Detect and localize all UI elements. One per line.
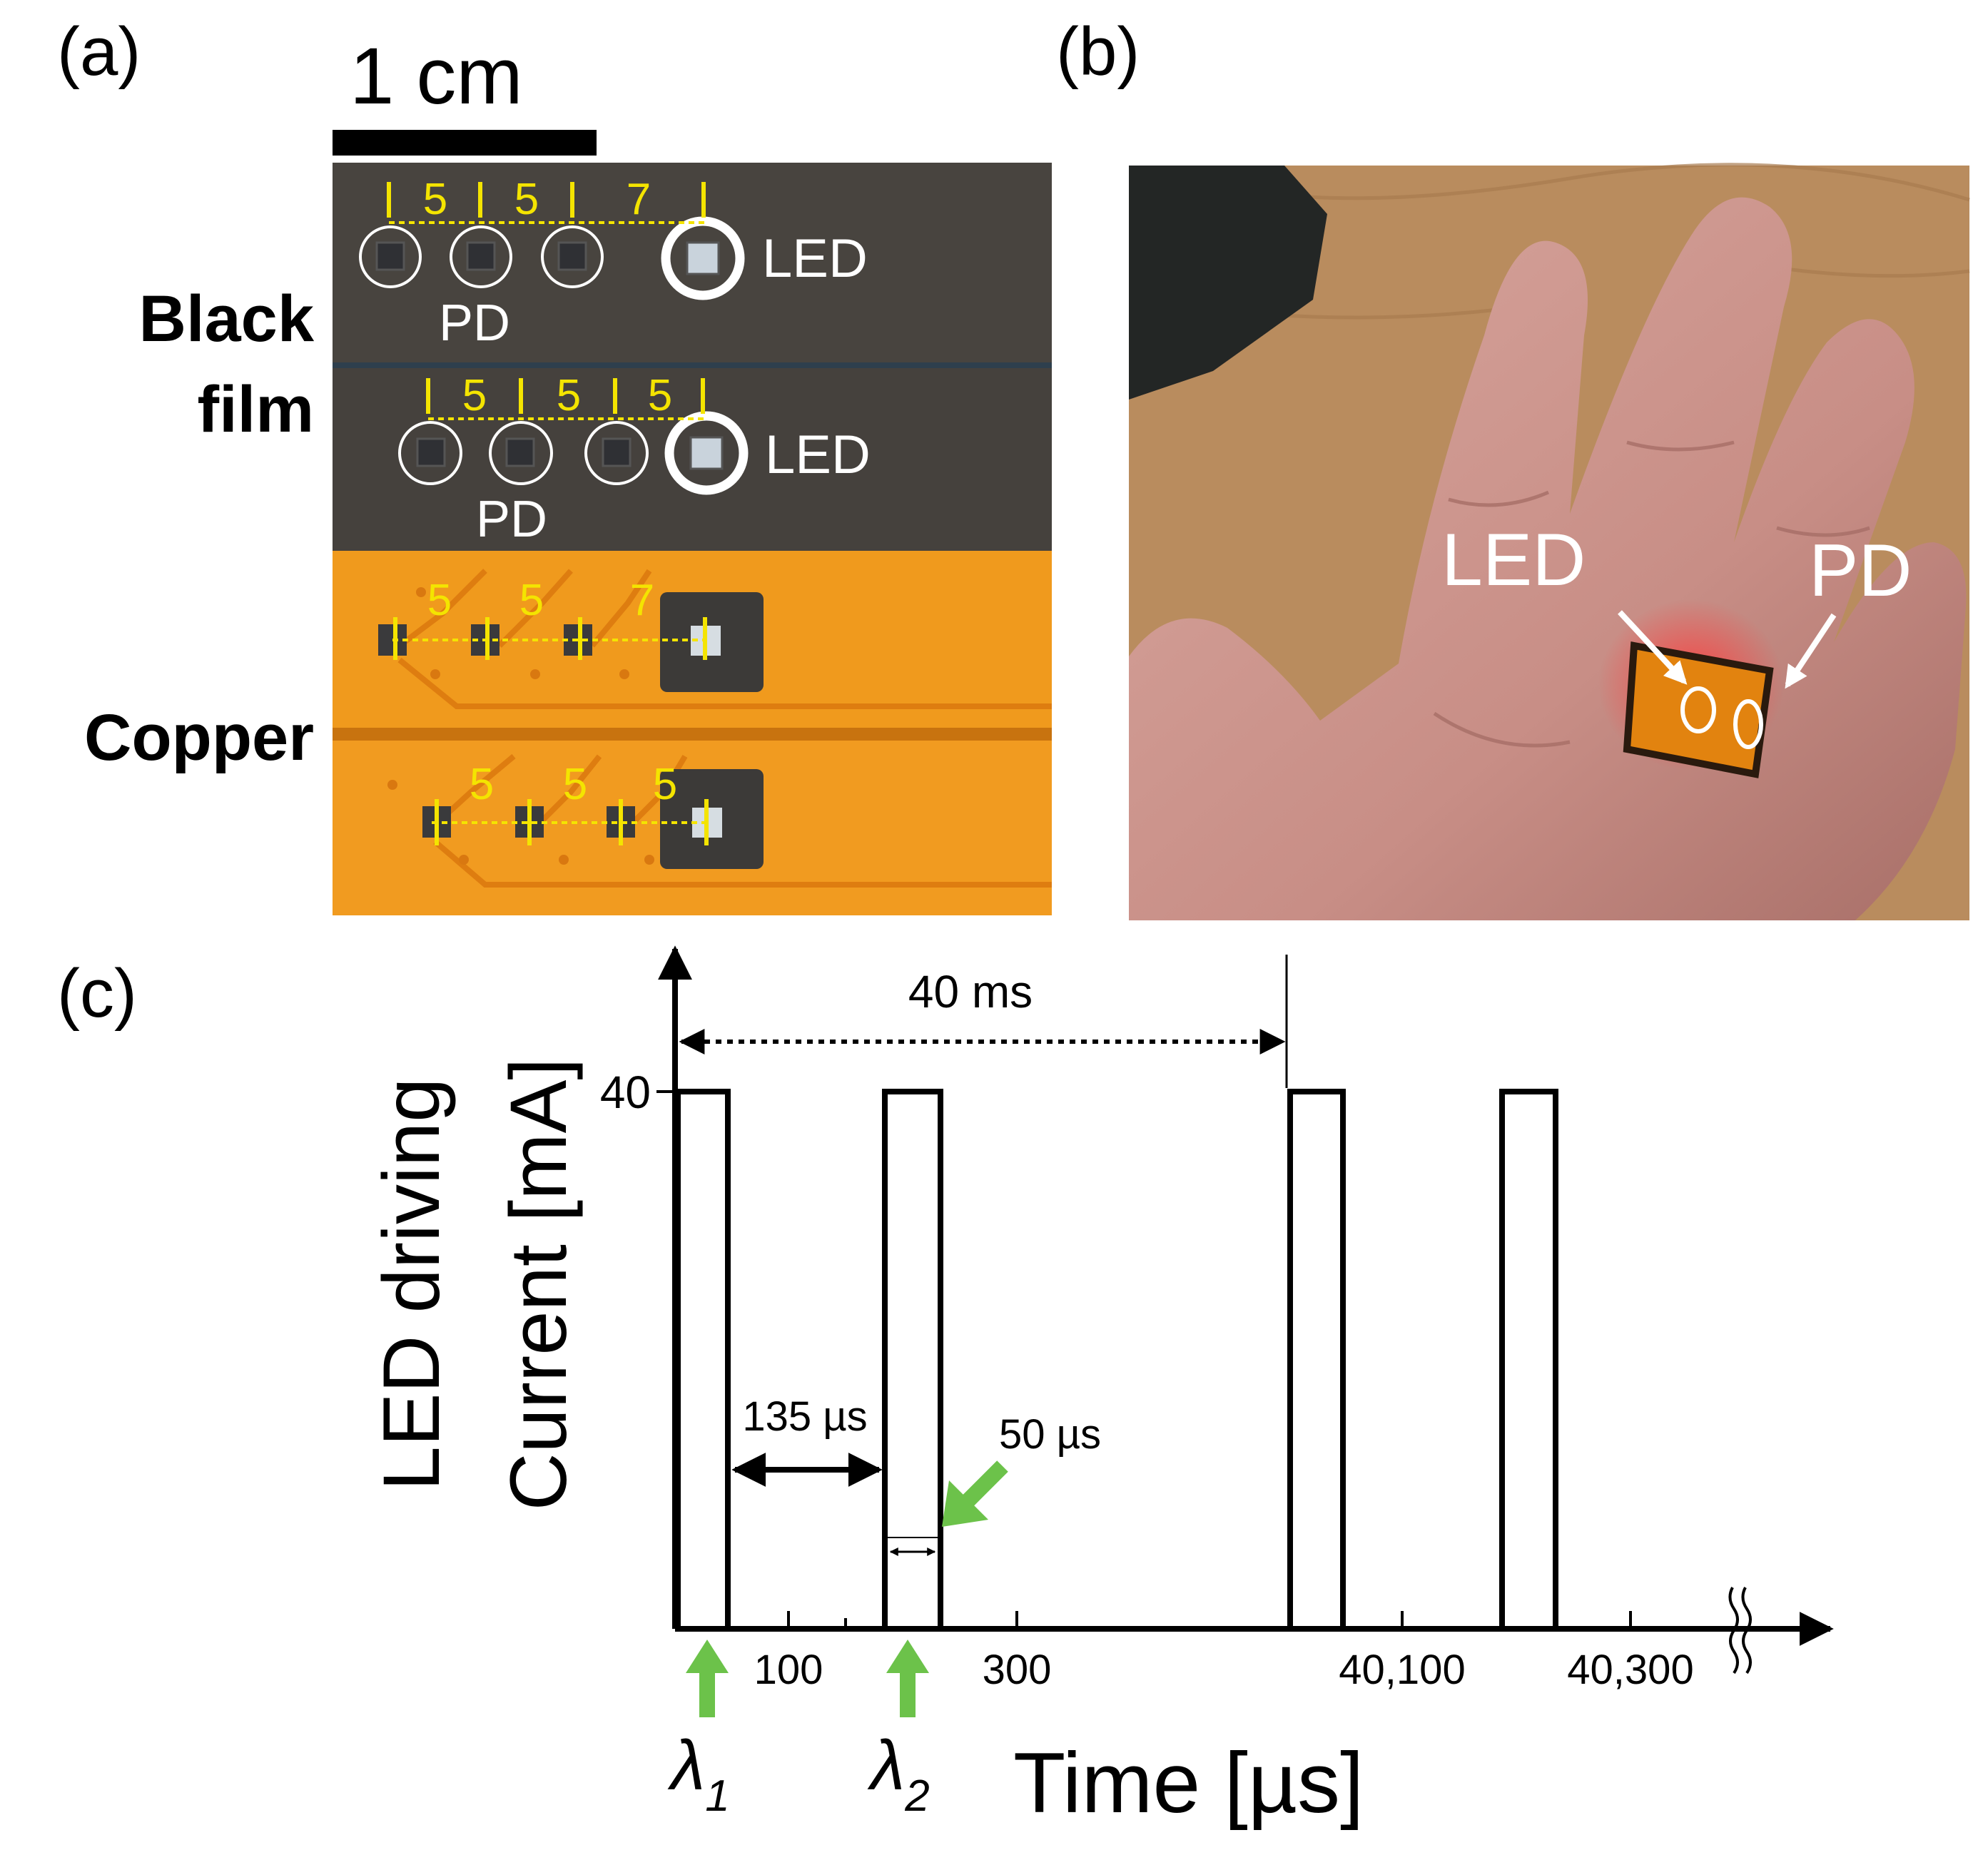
strip2-led-label: LED	[765, 425, 871, 485]
copper-vias	[387, 587, 654, 865]
ring-sensor	[1623, 641, 1774, 778]
strip1-pd-label: PD	[439, 295, 510, 352]
width-label: 50 µs	[999, 1411, 1101, 1458]
x-axis-label: Time [µs]	[1013, 1735, 1364, 1831]
strip4-spacing-3: 5	[653, 760, 677, 809]
x-ticks	[787, 1611, 1632, 1629]
strip2-led-circle	[664, 411, 749, 495]
strip2-chips	[416, 436, 724, 470]
x-tick-label-300: 300	[983, 1647, 1052, 1693]
panel-label-c: (c)	[57, 955, 137, 1032]
strip1-spacing-3: 7	[627, 175, 651, 224]
strip3-spacing-3: 7	[630, 576, 654, 625]
photo-led-label: LED	[1441, 519, 1586, 601]
pulses	[675, 1089, 1558, 1632]
period-label: 40 ms	[908, 966, 1033, 1017]
row-label-copper: Copper	[84, 701, 314, 774]
y-axis-label-line1: LED driving	[367, 1078, 456, 1491]
strip3-spacing-1: 5	[427, 576, 452, 625]
strip2-spacing-2: 5	[557, 371, 581, 420]
strip1-chips	[375, 241, 720, 275]
pulse-3	[1287, 1089, 1346, 1632]
row-label-film: film	[197, 373, 314, 446]
width-green-arrow	[942, 1460, 1008, 1527]
strip2-pd-label: PD	[476, 491, 547, 548]
strip3-dim-ticks	[393, 617, 707, 660]
panel-c-chart: LED driving Current [mA] 40 100 300 40,1…	[367, 945, 1834, 1831]
pulse-2	[882, 1089, 943, 1632]
scale-bar	[333, 130, 597, 156]
lambda2-label: λ2	[867, 1726, 930, 1821]
panel-a: 1 cm Black film Copper	[84, 31, 1052, 915]
pulse-4	[1499, 1089, 1558, 1632]
strip3-spacing-2: 5	[519, 576, 544, 625]
strip1-spacing-2: 5	[514, 175, 539, 224]
gap-label: 135 µs	[742, 1393, 867, 1440]
ring-led-marker	[1680, 686, 1716, 733]
x-tick-label-100: 100	[754, 1647, 823, 1693]
finger-creases	[1433, 440, 1870, 748]
strip1-spacing-1: 5	[423, 175, 447, 224]
row-label-black: Black	[139, 283, 315, 355]
strip4-spacing-1: 5	[470, 760, 494, 809]
ring-pd-marker	[1733, 699, 1763, 749]
pd-pointer-arrow	[1785, 613, 1837, 689]
panel-b-photo: LED PD	[1129, 163, 1970, 921]
x-tick-label-40300: 40,300	[1567, 1647, 1693, 1693]
lambda1-green-arrow	[686, 1640, 729, 1717]
pulse-1	[675, 1089, 731, 1632]
axis-break	[1728, 1587, 1752, 1674]
photo-pd-label: PD	[1809, 529, 1912, 612]
panel-label-a: (a)	[57, 14, 141, 90]
strip4-dim-ticks	[435, 799, 709, 845]
strip4-spacing-2: 5	[563, 760, 587, 809]
strip2-spacing-1: 5	[462, 371, 487, 420]
strip1-led-label: LED	[762, 228, 868, 289]
strip-seam	[333, 362, 1052, 368]
y-axis-label-line2: Current [mA]	[494, 1058, 583, 1511]
dark-object	[1129, 166, 1327, 400]
strip2-dim-ticks	[426, 378, 705, 414]
strip1-dim-ticks	[387, 182, 706, 218]
x-tick-label-40100: 40,100	[1339, 1647, 1465, 1693]
y-tick-label-40: 40	[600, 1067, 651, 1118]
led-pointer-arrow	[1618, 610, 1688, 685]
copper-seam	[333, 728, 1052, 741]
strip2-spacing-3: 5	[648, 371, 672, 420]
strip2-pd-circles	[398, 421, 649, 485]
scale-bar-label: 1 cm	[350, 31, 523, 121]
lambda2-green-arrow	[886, 1640, 929, 1717]
panel-label-b: (b)	[1056, 14, 1140, 90]
copper-traces	[397, 569, 1052, 888]
lambda1-label: λ1	[667, 1726, 730, 1821]
strip1-pd-circles	[359, 225, 604, 288]
